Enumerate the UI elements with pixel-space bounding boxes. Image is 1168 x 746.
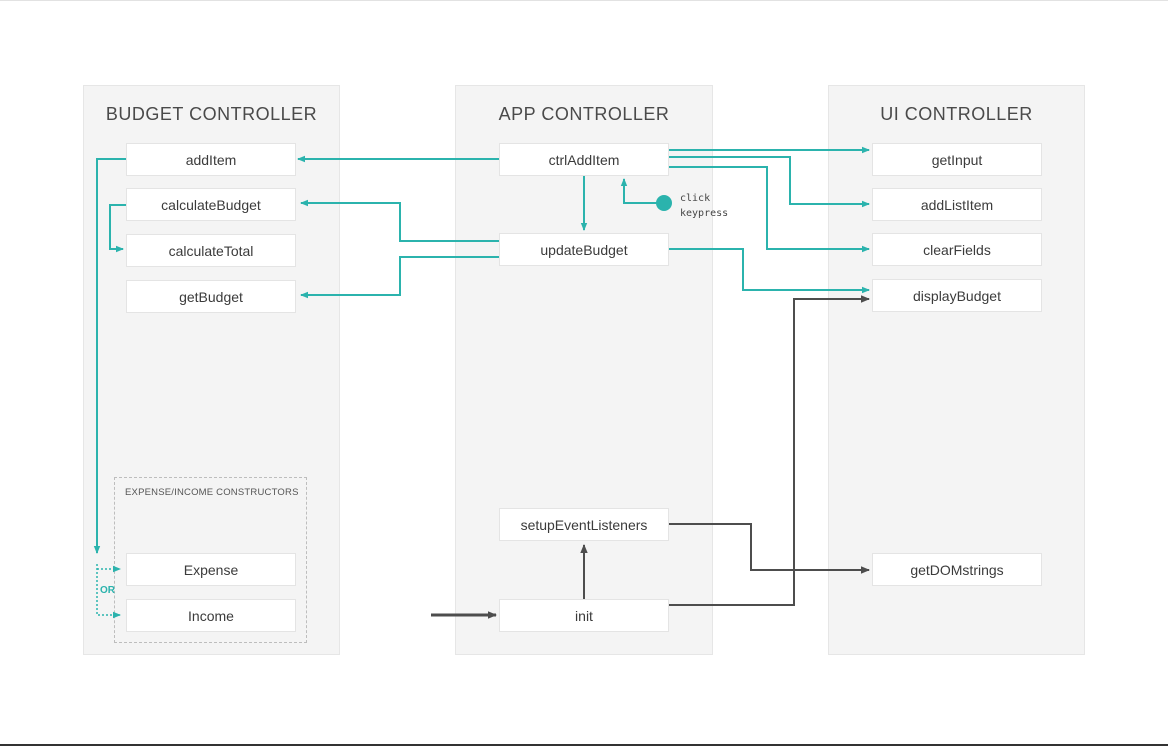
arrow-ctrl-to-addlistitem bbox=[669, 156, 870, 208]
event-dot bbox=[656, 195, 672, 211]
top-border bbox=[0, 0, 1168, 1]
arrow-calcbudget-to-calctotal bbox=[109, 204, 126, 253]
arrow-update-to-getbudget bbox=[300, 256, 499, 299]
node-setup-event-listeners: setupEventListeners bbox=[499, 508, 669, 541]
event-keypress: keypress bbox=[680, 208, 729, 219]
node-init: init bbox=[499, 599, 669, 632]
constructors-group: EXPENSE/INCOME CONSTRUCTORS bbox=[114, 477, 307, 643]
app-controller-title: APP CONTROLLER bbox=[498, 104, 670, 124]
budget-controller-title: BUDGET CONTROLLER bbox=[105, 104, 318, 124]
node-get-budget: getBudget bbox=[126, 280, 296, 313]
arrow-event-to-ctrl bbox=[620, 178, 664, 204]
constructors-label: EXPENSE/INCOME CONSTRUCTORS bbox=[125, 487, 299, 498]
dotted-to-income bbox=[96, 564, 121, 619]
arrow-update-to-displaybudget bbox=[669, 248, 870, 294]
arrow-additem-to-constructors bbox=[93, 158, 126, 554]
bottom-border bbox=[0, 744, 1168, 746]
node-income: Income bbox=[126, 599, 296, 632]
node-clear-fields: clearFields bbox=[872, 233, 1042, 266]
node-display-budget: displayBudget bbox=[872, 279, 1042, 312]
node-add-list-item: addListItem bbox=[872, 188, 1042, 221]
ui-controller-title: UI CONTROLLER bbox=[880, 104, 1033, 124]
node-get-input: getInput bbox=[872, 143, 1042, 176]
node-add-item: addItem bbox=[126, 143, 296, 176]
arrow-update-to-calcbudget bbox=[300, 199, 499, 242]
arrow-setup-to-getdomstrings bbox=[669, 523, 870, 574]
arrow-ctrl-to-clearfields bbox=[669, 166, 870, 253]
node-calculate-budget: calculateBudget bbox=[126, 188, 296, 221]
event-label: click keypress bbox=[680, 191, 728, 221]
arrow-init-to-displaybudget bbox=[669, 295, 870, 606]
node-calculate-total: calculateTotal bbox=[126, 234, 296, 267]
event-click: click bbox=[680, 193, 711, 204]
node-get-dom-strings: getDOMstrings bbox=[872, 553, 1042, 586]
node-expense: Expense bbox=[126, 553, 296, 586]
ui-controller-panel: UI CONTROLLER bbox=[828, 85, 1085, 655]
or-label: OR bbox=[100, 585, 115, 596]
node-ctrl-add-item: ctrlAddItem bbox=[499, 143, 669, 176]
node-update-budget: updateBudget bbox=[499, 233, 669, 266]
